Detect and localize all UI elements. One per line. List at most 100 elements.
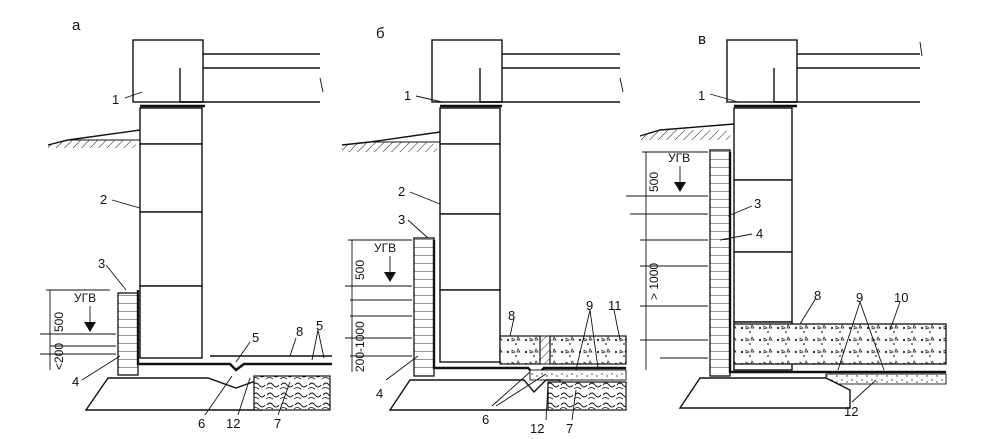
joint-b xyxy=(539,335,551,365)
dim-c-500: 500 xyxy=(647,172,661,192)
waterproofing-a xyxy=(136,290,332,372)
break-mark-a xyxy=(319,77,324,93)
dim-b-500: 500 xyxy=(353,260,367,280)
panel-a: а 500 <200 xyxy=(40,17,332,431)
callout-a-12: 12 xyxy=(226,416,240,431)
concrete-slab-c xyxy=(733,323,947,365)
leader-b-9a xyxy=(575,309,591,371)
callout-c-9: 9 xyxy=(856,290,863,305)
dim-c-1000: > 1000 xyxy=(647,263,661,300)
leader-a-12 xyxy=(237,377,251,416)
callout-b-11: 11 xyxy=(608,298,622,313)
leader-a-5 xyxy=(235,341,251,363)
callout-c-1: 1 xyxy=(698,88,705,103)
wall-block-b-1 xyxy=(439,107,501,145)
leader-b-8 xyxy=(509,317,515,337)
blind-area-c xyxy=(639,123,735,137)
dim-b-2001000: 200-1000 xyxy=(353,321,367,372)
break-mark-b xyxy=(619,77,624,93)
wall-block-a-4 xyxy=(139,285,203,359)
callout-b-2: 2 xyxy=(398,184,405,199)
leader-a-4 xyxy=(81,355,121,381)
leader-a-5c xyxy=(317,329,325,359)
leader-c-1 xyxy=(709,93,739,103)
callout-a-8: 8 xyxy=(296,324,303,339)
leader-b-12 xyxy=(545,383,549,421)
ugv-label-a: УГВ xyxy=(74,291,96,305)
leader-a-7 xyxy=(277,381,291,416)
wall-block-c-1 xyxy=(733,107,793,181)
ugv-label-c: УГВ xyxy=(668,151,690,165)
concrete-slab-b-2 xyxy=(549,335,627,365)
leader-a-6 xyxy=(204,375,233,416)
leader-b-6a xyxy=(491,371,531,407)
leader-a-2 xyxy=(111,199,141,209)
sand-layer-b xyxy=(529,369,627,381)
callout-a-7: 7 xyxy=(274,416,281,431)
leader-b-1 xyxy=(415,95,443,103)
wall-block-b-2 xyxy=(439,143,501,215)
callout-b-3: 3 xyxy=(398,212,405,227)
footing-c xyxy=(678,377,851,409)
callout-b-4: 4 xyxy=(376,386,383,401)
callout-c-10: 10 xyxy=(894,290,908,305)
wall-block-c-2 xyxy=(733,179,793,253)
gravel-bed-b xyxy=(547,381,627,411)
callout-b-7: 7 xyxy=(566,421,573,436)
wall-block-a-1 xyxy=(139,107,203,145)
brick-wall-b xyxy=(413,237,435,377)
panel-c: в 500 > 1000 УГВ xyxy=(626,31,947,419)
footing-a xyxy=(84,376,265,411)
callout-a-5: 5 xyxy=(252,330,259,345)
ugv-triangle-b xyxy=(384,272,396,282)
floor-slab-a xyxy=(132,39,204,103)
callout-a-1: 1 xyxy=(112,92,119,107)
callout-c-4: 4 xyxy=(756,226,763,241)
leader-b-4 xyxy=(385,355,419,381)
callout-b-9: 9 xyxy=(586,298,593,313)
ground-b xyxy=(342,142,440,152)
callout-a-2: 2 xyxy=(100,192,107,207)
concrete-slab-b-1 xyxy=(499,335,541,365)
panel-b-letter: б xyxy=(376,25,385,42)
footing-b xyxy=(388,379,561,411)
leader-a-8 xyxy=(289,337,297,357)
leader-b-2 xyxy=(409,191,441,205)
callout-c-3: 3 xyxy=(754,196,761,211)
callout-b-8: 8 xyxy=(508,308,515,323)
wall-block-a-3 xyxy=(139,211,203,287)
leader-c-12 xyxy=(851,379,877,403)
waterproofing-c xyxy=(728,152,946,374)
wall-block-c-3 xyxy=(733,251,793,323)
panel-c-letter: в xyxy=(698,31,706,48)
callout-a-4: 4 xyxy=(72,374,79,389)
dim-a-500: 500 xyxy=(52,312,66,332)
callout-a-3: 3 xyxy=(98,256,105,271)
brick-wall-a xyxy=(117,292,139,376)
leader-b-11 xyxy=(613,309,621,341)
gravel-bed-a xyxy=(253,375,331,411)
ugv-triangle-c xyxy=(674,182,686,192)
ground-c xyxy=(640,130,734,140)
callout-c-8: 8 xyxy=(814,288,821,303)
callout-a-5b: 5 xyxy=(316,318,323,333)
ground-a xyxy=(48,140,140,148)
wall-block-b-4 xyxy=(439,289,501,363)
leader-a-3 xyxy=(105,264,127,291)
brick-wall-c xyxy=(709,149,731,377)
dim-a-200: <200 xyxy=(52,343,66,370)
ugv-triangle-a xyxy=(84,322,96,332)
leader-a-1 xyxy=(124,91,143,99)
leader-b-7 xyxy=(571,389,577,421)
break-mark-c xyxy=(919,41,923,57)
leader-b-3 xyxy=(407,219,429,239)
callout-a-6: 6 xyxy=(198,416,205,431)
floor-slab-c xyxy=(726,39,798,103)
leader-b-6b xyxy=(495,373,547,407)
sand-layer-c xyxy=(825,373,947,385)
leader-c-8 xyxy=(799,297,817,325)
leader-a-5b xyxy=(311,329,319,361)
callout-b-12: 12 xyxy=(530,421,544,436)
callout-c-12: 12 xyxy=(844,404,858,419)
